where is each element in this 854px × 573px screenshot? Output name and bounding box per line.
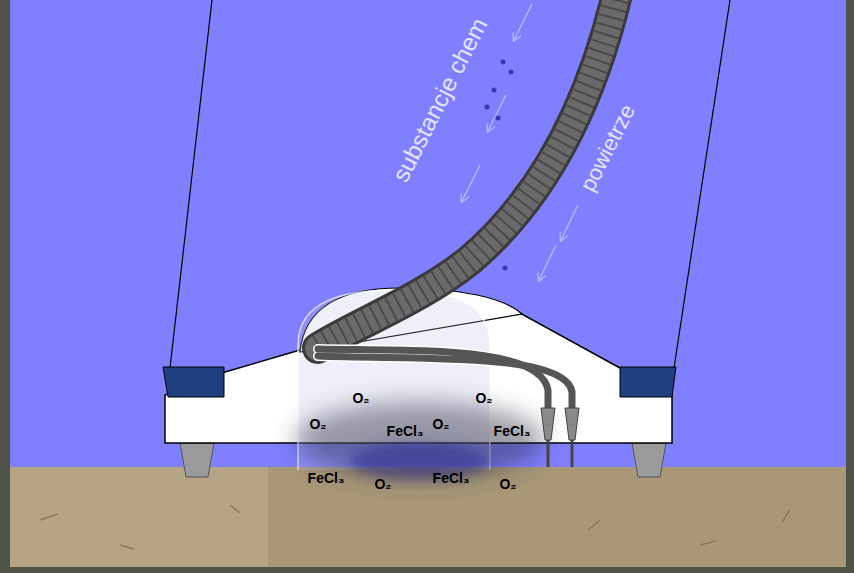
float-pad	[163, 367, 224, 397]
leg	[180, 443, 214, 477]
cable	[170, 0, 212, 368]
chemical-label: O₂	[309, 417, 326, 431]
chemical-label: O₂	[352, 391, 369, 405]
chemical-label: O₂	[432, 417, 449, 431]
leg	[632, 443, 666, 477]
feed-tubes	[318, 349, 572, 408]
float-pad	[620, 367, 676, 397]
nozzle	[541, 408, 579, 467]
sediment	[10, 467, 268, 567]
chemical-label: O₂	[499, 477, 516, 491]
chemical-label: FeCl₃	[308, 471, 345, 485]
chemical-label: O₂	[374, 477, 391, 491]
sediment	[268, 467, 846, 567]
chemical-label: FeCl₃	[494, 424, 531, 438]
hose	[318, 0, 618, 348]
flow-label: powietrze	[577, 101, 639, 195]
hose	[318, 0, 618, 348]
sediment-texture	[40, 505, 790, 549]
chemical-label: O₂	[475, 391, 492, 405]
hose	[318, 0, 618, 348]
chemical-label: FeCl₃	[387, 424, 424, 438]
flow-label: substancje chem	[388, 14, 491, 185]
chemical-label: FeCl₃	[433, 471, 470, 485]
cable	[674, 0, 730, 368]
